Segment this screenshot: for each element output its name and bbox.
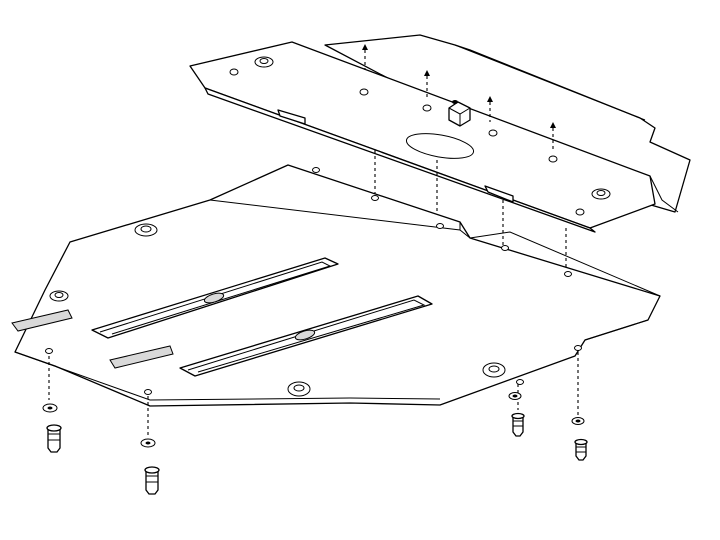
bolt-4 [571, 417, 588, 461]
upper-bracket [189, 34, 691, 233]
fastener-arrows [362, 44, 556, 150]
skid-plate [11, 164, 661, 407]
bolt-2 [140, 438, 160, 495]
bolt-1 [42, 403, 62, 453]
bolt-3 [508, 392, 525, 437]
